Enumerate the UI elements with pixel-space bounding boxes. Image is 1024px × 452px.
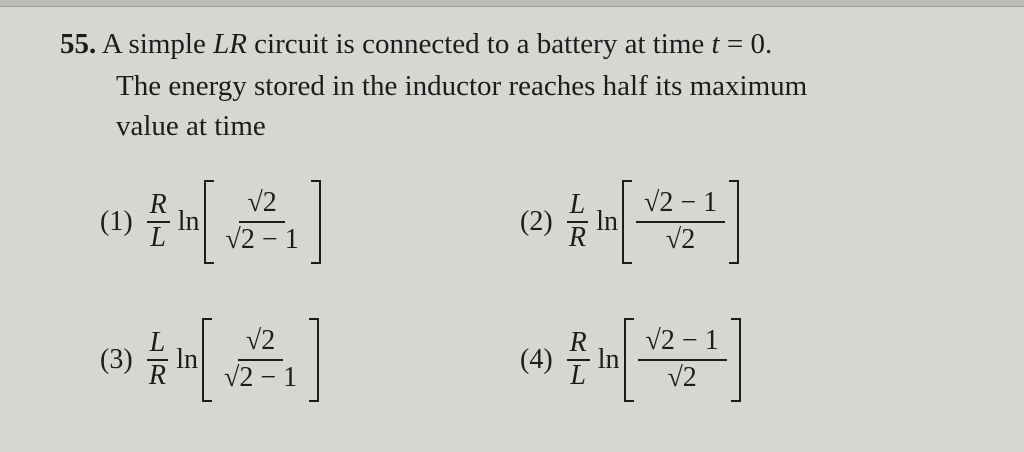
numerator: √2 xyxy=(239,186,285,223)
numerator: R xyxy=(566,327,590,361)
question-line-3: value at time xyxy=(116,110,266,142)
denominator: √2 xyxy=(665,223,696,255)
option-label: (3) xyxy=(100,343,133,375)
option-label: (4) xyxy=(520,343,553,375)
page-edge xyxy=(0,0,1024,7)
numerator: √2 xyxy=(237,324,284,361)
option-label: (2) xyxy=(520,205,553,237)
numerator: L xyxy=(566,189,589,223)
bracket: √2√2 − 1 xyxy=(202,318,320,402)
bracket: √2√2 − 1 xyxy=(203,180,321,264)
bracket: √2 − 1√2 xyxy=(623,318,741,402)
denominator: L xyxy=(570,359,586,391)
denominator: √2 − 1 xyxy=(225,223,299,255)
ln: ln xyxy=(596,205,619,237)
text: circuit is connected to a battery at tim… xyxy=(246,28,712,60)
question-number: 55. xyxy=(60,28,97,60)
numerator: √2 − 1 xyxy=(637,324,727,361)
text: = 0. xyxy=(719,28,773,60)
option-label: (1) xyxy=(100,205,133,237)
ln: ln xyxy=(176,343,199,375)
text: A simple xyxy=(101,28,214,60)
ln: ln xyxy=(597,343,620,375)
denominator: R xyxy=(568,221,586,253)
bracket: √2 − 1√2 xyxy=(622,180,740,264)
denominator: √2 − 1 xyxy=(224,361,298,393)
question-line-2: The energy stored in the inductor reache… xyxy=(116,70,808,102)
variable-lr: LR xyxy=(213,28,247,60)
numerator: L xyxy=(146,327,169,361)
numerator: √2 − 1 xyxy=(636,186,726,223)
denominator: √2 xyxy=(667,361,697,393)
question-line-1: 55. A simple LR circuit is connected to … xyxy=(60,28,772,61)
variable-t: t xyxy=(711,28,720,60)
numerator: R xyxy=(146,189,170,223)
denominator: L xyxy=(150,221,166,253)
denominator: R xyxy=(148,359,166,391)
ln: ln xyxy=(177,205,200,237)
